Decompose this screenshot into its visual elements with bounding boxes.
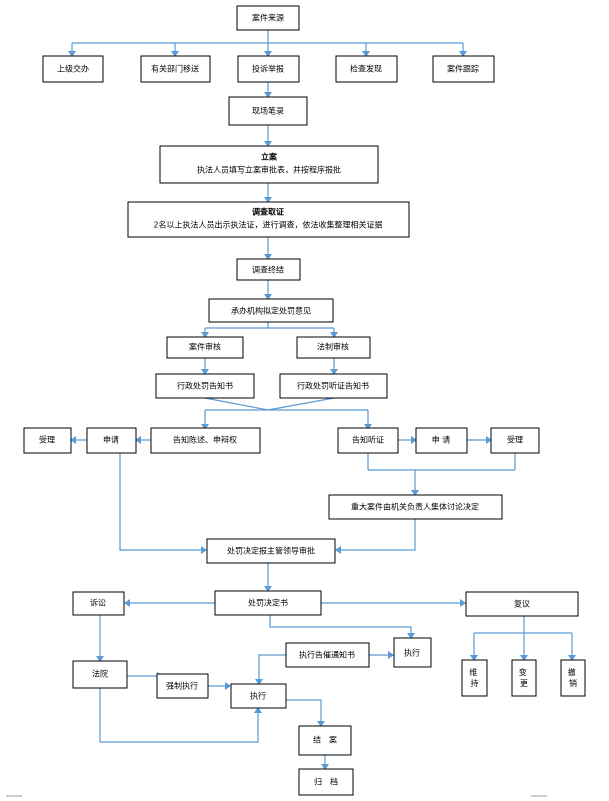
node-right-accept: 受理 bbox=[490, 427, 540, 454]
node-left-apply: 申请 bbox=[86, 427, 137, 454]
node-case-review: 案件审核 bbox=[166, 336, 244, 359]
review-maintain-label: 维 持 bbox=[469, 667, 480, 688]
execute-label: 执行 bbox=[250, 691, 266, 701]
src-superior-label: 上级交办 bbox=[57, 64, 89, 74]
right-apply-label: 申 请 bbox=[432, 435, 451, 445]
node-filing: 立案 执法人员填写立案审批表，并按程序报批 bbox=[159, 145, 379, 184]
node-enforce-notice: 执行告催通知书 bbox=[285, 642, 370, 668]
node-case-source: 案件来源 bbox=[236, 5, 300, 31]
investigation-end-label: 调查终结 bbox=[252, 265, 284, 275]
node-right-apply: 申 请 bbox=[415, 427, 468, 454]
node-collective-discussion: 重大案件由机关负责人集体讨论决定 bbox=[328, 494, 503, 520]
node-review-change: 变 更 bbox=[511, 659, 537, 697]
node-decision-doc: 处罚决定书 bbox=[214, 590, 322, 616]
investigation-title: 调查取证 bbox=[252, 207, 284, 217]
collective-discussion-label: 重大案件由机关负责人集体讨论决定 bbox=[351, 502, 479, 512]
filing-title: 立案 bbox=[261, 152, 278, 162]
node-site-record: 现场笔录 bbox=[228, 96, 308, 126]
decision-doc-label: 处罚决定书 bbox=[248, 598, 288, 608]
node-forced-execution: 强制执行 bbox=[156, 673, 209, 699]
notify-statement-label: 告知陈述、申辩权 bbox=[173, 435, 237, 445]
review-label: 复议 bbox=[514, 599, 530, 609]
src-inspection-label: 检查发现 bbox=[350, 64, 382, 74]
node-lawsuit: 诉讼 bbox=[72, 591, 125, 616]
lawsuit-label: 诉讼 bbox=[90, 598, 106, 608]
notify-hearing-label: 告知听证 bbox=[352, 435, 384, 445]
node-close-case: 结 案 bbox=[298, 725, 352, 756]
node-review: 复议 bbox=[465, 591, 579, 617]
node-leader-approval: 处罚决定报主管领导审批 bbox=[206, 538, 336, 564]
node-hearing-notice-doc: 行政处罚听证告知书 bbox=[279, 373, 388, 399]
node-src-departments: 有关部门移送 bbox=[140, 55, 211, 83]
forced-execution-label: 强制执行 bbox=[166, 681, 198, 691]
archive-label: 归 档 bbox=[314, 777, 338, 787]
review-revoke-label: 撤 销 bbox=[568, 667, 579, 688]
src-departments-label: 有关部门移送 bbox=[151, 64, 199, 74]
legal-review-label: 法制审核 bbox=[317, 342, 349, 352]
right-accept-label: 受理 bbox=[507, 435, 523, 445]
node-left-accept: 受理 bbox=[23, 427, 72, 454]
investigation-desc: 2名以上执法人员出示执法证，进行调查，依法收集整理相关证据 bbox=[153, 220, 382, 230]
node-handling-opinion: 承办机构拟定处罚意见 bbox=[208, 298, 334, 323]
src-tracking-label: 案件跟踪 bbox=[447, 64, 479, 74]
left-accept-label: 受理 bbox=[39, 435, 55, 445]
node-src-complaint: 投诉举报 bbox=[237, 55, 300, 83]
node-investigation-end: 调查终结 bbox=[236, 258, 301, 281]
node-investigation: 调查取证 2名以上执法人员出示执法证，进行调查，依法收集整理相关证据 bbox=[127, 201, 410, 238]
handling-opinion-label: 承办机构拟定处罚意见 bbox=[231, 306, 311, 316]
node-notify-statement: 告知陈述、申辩权 bbox=[150, 427, 261, 454]
connector-lines bbox=[71, 30, 573, 764]
left-apply-label: 申请 bbox=[103, 435, 119, 445]
src-complaint-label: 投诉举报 bbox=[252, 64, 284, 74]
court-label: 法院 bbox=[92, 669, 108, 679]
case-source-label: 案件来源 bbox=[252, 13, 284, 23]
node-notify-hearing: 告知听证 bbox=[337, 427, 399, 454]
node-src-inspection: 检查发现 bbox=[335, 55, 398, 83]
close-case-label: 结 案 bbox=[313, 735, 337, 745]
node-review-maintain: 维 持 bbox=[461, 659, 488, 697]
node-review-revoke: 撤 销 bbox=[560, 659, 586, 697]
execute-top-label: 执行 bbox=[404, 648, 420, 658]
penalty-notice-label: 行政处罚告知书 bbox=[177, 381, 233, 391]
node-penalty-notice: 行政处罚告知书 bbox=[155, 373, 255, 399]
node-court: 法院 bbox=[72, 660, 128, 689]
node-src-tracking: 案件跟踪 bbox=[432, 55, 495, 83]
filing-desc: 执法人员填写立案审批表，并按程序报批 bbox=[197, 165, 341, 175]
site-record-label: 现场笔录 bbox=[252, 106, 284, 116]
hearing-notice-doc-label: 行政处罚听证告知书 bbox=[297, 381, 369, 391]
case-review-label: 案件审核 bbox=[189, 342, 221, 352]
node-execute-top: 执行 bbox=[393, 637, 432, 668]
node-legal-review: 法制审核 bbox=[296, 336, 371, 359]
node-archive: 归 档 bbox=[298, 768, 354, 796]
enforce-notice-label: 执行告催通知书 bbox=[299, 650, 355, 660]
node-execute: 执行 bbox=[230, 683, 287, 709]
node-src-superior: 上级交办 bbox=[42, 55, 104, 83]
leader-approval-label: 处罚决定报主管领导审批 bbox=[227, 546, 315, 556]
review-change-label: 变 更 bbox=[519, 667, 530, 688]
